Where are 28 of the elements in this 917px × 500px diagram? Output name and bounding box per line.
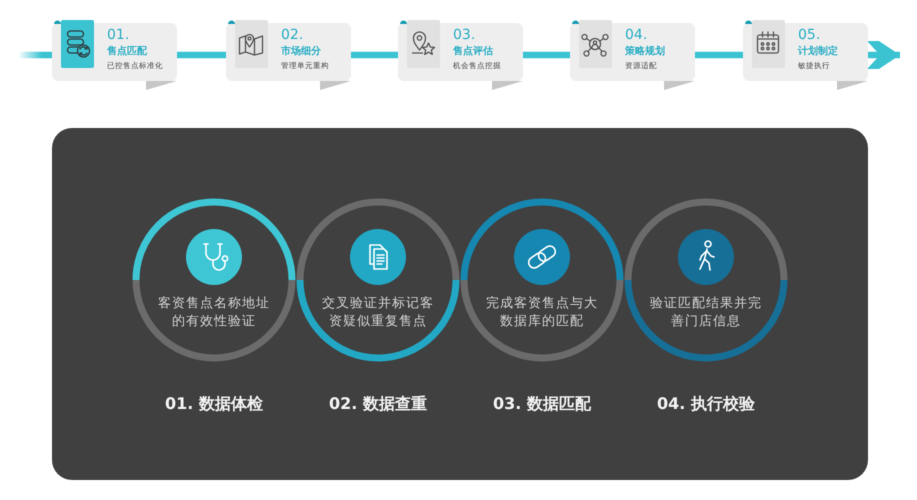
step-description: 交叉验证并标记客资疑似重复售点 xyxy=(321,295,435,331)
step-description: 完成客资售点与大数据库的匹配 xyxy=(485,295,599,331)
step-title: 策略规划 xyxy=(625,46,665,58)
connector-line xyxy=(177,52,226,58)
step-number: 01. xyxy=(107,27,130,43)
step-card xyxy=(398,20,523,90)
step-number: 02. xyxy=(281,27,304,43)
step-card xyxy=(52,20,177,90)
step-card xyxy=(570,20,695,90)
step-title: 售点评估 xyxy=(453,46,493,58)
connector-line xyxy=(18,52,52,58)
connector-line xyxy=(523,52,570,58)
step-heading: 03. 数据匹配 xyxy=(493,394,591,414)
connector-line xyxy=(351,52,398,58)
step-description: 客资售点名称地址的有效性验证 xyxy=(157,295,271,331)
step-number: 05. xyxy=(798,27,820,43)
step-description: 验证匹配结果并完善门店信息 xyxy=(649,295,763,331)
connector-line xyxy=(695,52,743,58)
step-number: 04. xyxy=(625,27,648,43)
step-title: 计划制定 xyxy=(798,46,838,58)
step-number: 03. xyxy=(453,27,476,43)
step-heading: 01. 数据体检 xyxy=(165,394,263,414)
step-title: 售点匹配 xyxy=(107,46,147,58)
step-card xyxy=(226,20,351,90)
step-card xyxy=(743,20,868,90)
step-heading: 04. 执行校验 xyxy=(657,394,755,414)
step-title: 市场细分 xyxy=(281,46,321,58)
step-heading: 02. 数据查重 xyxy=(329,394,427,414)
